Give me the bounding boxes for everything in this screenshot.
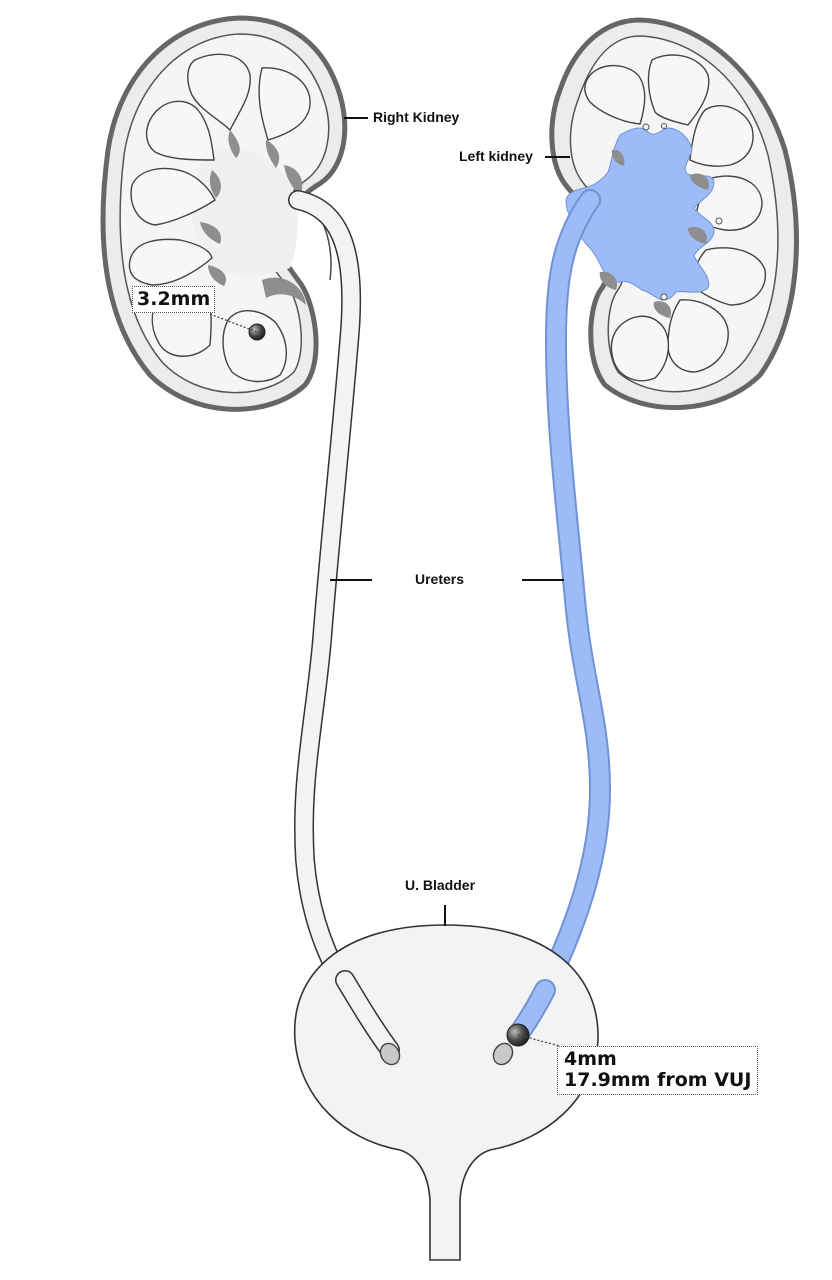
urinary-bladder	[293, 924, 599, 1261]
left-calyx-dots	[642, 123, 723, 301]
right-kidney-label: Right Kidney	[373, 109, 460, 125]
left-stone-distance: 17.9mm from VUJ	[564, 1068, 752, 1091]
left-hydronephrosis	[565, 127, 715, 301]
leader-lines	[330, 117, 570, 926]
left-kidney	[549, 17, 799, 411]
ureters-label: Ureters	[415, 571, 465, 587]
bladder-label: U. Bladder	[405, 877, 476, 893]
left-stone-size: 4mm	[564, 1048, 617, 1070]
stone-callout-lines	[209, 313, 561, 1047]
right-stone-size-callout: 3.2mm	[132, 286, 216, 313]
right-ureteric-orifice	[379, 1042, 401, 1066]
left-stone-callout: 4mm 17.9mm from VUJ	[557, 1046, 759, 1096]
right-kidney-stone	[248, 323, 266, 341]
left-ureteric-orifice	[492, 1042, 514, 1066]
right-ureter	[288, 190, 400, 1060]
left-ureter	[507, 189, 612, 1046]
right-stone-size: 3.2mm	[137, 288, 211, 310]
left-kidney-label: Left kidney	[459, 148, 533, 164]
